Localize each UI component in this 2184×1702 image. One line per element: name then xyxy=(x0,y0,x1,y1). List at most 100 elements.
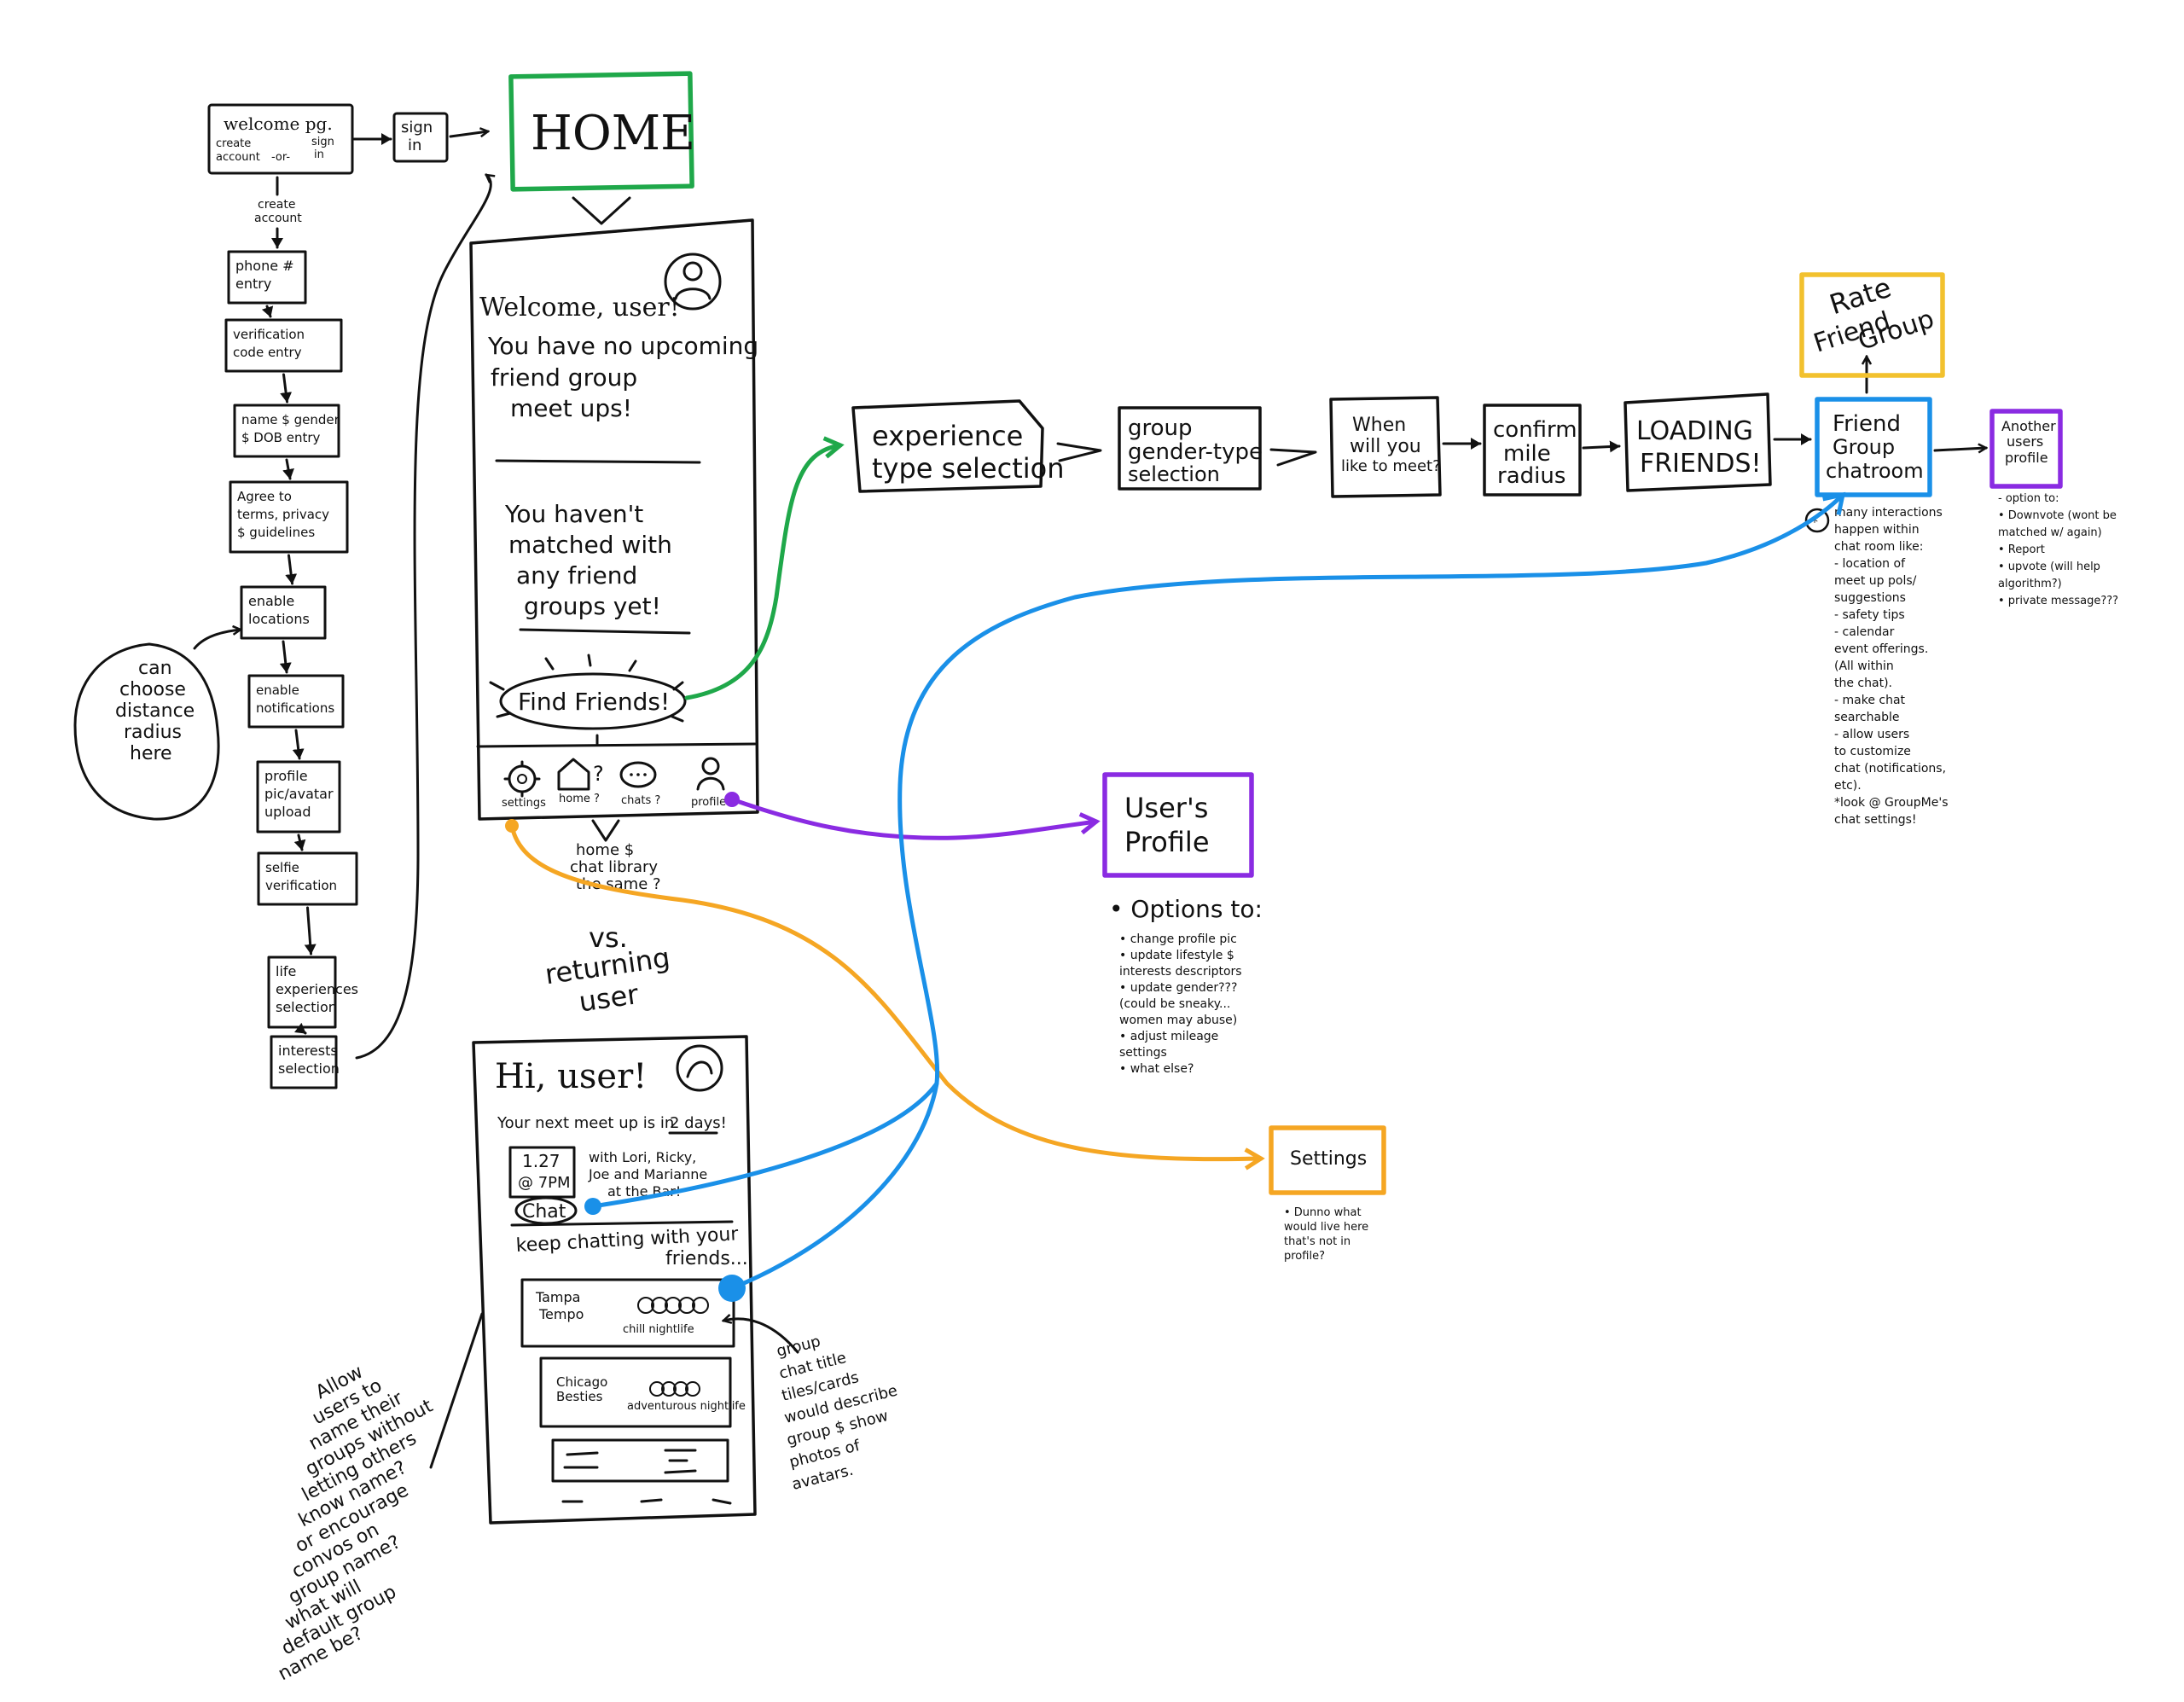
distance-radius-note: can choose distance radius here xyxy=(73,630,241,821)
svg-text:settings: settings xyxy=(502,797,546,810)
svg-text:@ 7PM: @ 7PM xyxy=(518,1174,571,1192)
group-card-tampa-tempo[interactable]: Tampa Tempo chill nightlife xyxy=(520,1278,735,1348)
svg-text:experience: experience xyxy=(872,420,1023,452)
onboarding-step-text: selection xyxy=(278,1060,340,1077)
svg-text:1.27: 1.27 xyxy=(522,1151,561,1171)
note-line: - calendar xyxy=(1834,625,1895,639)
flow-arrow xyxy=(279,640,292,674)
when-meet-box: When will you like to meet? xyxy=(1329,396,1442,498)
svg-text:Besties: Besties xyxy=(556,1389,603,1404)
onboarding-step-text: profile xyxy=(264,768,308,784)
group-gender-type-box: group gender-type selection xyxy=(1118,406,1263,491)
flow-arrow xyxy=(304,906,317,956)
note-line: settings xyxy=(1119,1046,1167,1060)
find-friends-button[interactable]: Find Friends! xyxy=(499,672,687,730)
note-line: - allow users xyxy=(1834,728,1909,741)
onboarding-column: welcome pg. create account -or- sign in … xyxy=(73,103,491,1089)
onboarding-step-text: phone # xyxy=(235,258,294,274)
svg-text:User's: User's xyxy=(1124,792,1208,824)
svg-text:*: * xyxy=(1811,514,1818,530)
group-card-placeholder[interactable] xyxy=(551,1438,729,1483)
svg-text:create: create xyxy=(258,198,295,212)
svg-text:Tempo: Tempo xyxy=(538,1306,584,1322)
svg-text:profile: profile xyxy=(2005,450,2048,466)
note-line: • upvote (will help xyxy=(1998,561,2100,573)
onboarding-step-box xyxy=(233,404,340,458)
note-line: chat settings! xyxy=(1834,813,1917,827)
users-profile-box: User's Profile xyxy=(1102,772,1254,878)
svg-text:-or-: -or- xyxy=(271,151,290,164)
svg-text:Settings: Settings xyxy=(1290,1148,1367,1170)
onboarding-step-text: verification xyxy=(265,878,337,893)
flow-arrow xyxy=(293,834,306,851)
svg-text:radius: radius xyxy=(1497,463,1565,489)
note-line: • change profile pic xyxy=(1119,932,1237,946)
note-line: • Dunno what xyxy=(1284,1206,1362,1219)
group-card-chicago-besties[interactable]: Chicago Besties adventurous nightlife xyxy=(539,1356,746,1428)
note-line: that's not in xyxy=(1284,1235,1350,1248)
note-line: to customize xyxy=(1834,745,1911,758)
note-line: • Report xyxy=(1998,543,2045,556)
onboarding-step-box xyxy=(267,956,337,1029)
note-line: suggestions xyxy=(1834,591,1906,605)
note-line: • private message??? xyxy=(1998,595,2118,607)
confirm-mile-radius-box: confirm mile radius xyxy=(1483,404,1582,497)
settings-box: Settings xyxy=(1269,1125,1386,1195)
onboarding-step-text: Agree to xyxy=(237,489,292,504)
onboarding-step-box xyxy=(247,674,345,729)
purple-connector xyxy=(729,797,1096,840)
onboarding-step-box xyxy=(257,851,358,906)
friend-group-chatroom-box: Friend Group chatroom xyxy=(1815,397,1932,497)
svg-text:users: users xyxy=(2007,433,2043,450)
flow-arrow xyxy=(261,305,274,318)
flow-arrow xyxy=(280,373,293,404)
svg-text:with Lori, Ricky,: with Lori, Ricky, xyxy=(589,1149,696,1165)
onboarding-step-box xyxy=(224,318,343,373)
note-line: (could be sneaky... xyxy=(1119,997,1230,1011)
nav-chats-icon[interactable]: chats ? xyxy=(619,761,660,807)
note-line: • adjust mileage xyxy=(1119,1030,1218,1043)
onboarding-step-box xyxy=(256,760,341,834)
onboarding-step-text: locations xyxy=(248,611,310,627)
loading-friends-box: LOADING FRIENDS! xyxy=(1623,392,1772,492)
meetup-date-box: 1.27 @ 7PM xyxy=(508,1146,576,1199)
note-line: profile? xyxy=(1284,1250,1325,1263)
onboarding-step-text: notifications xyxy=(256,700,334,716)
svg-text:vs.: vs. xyxy=(589,921,628,954)
svg-text:in: in xyxy=(314,148,324,161)
welcome-title: welcome pg. xyxy=(224,113,333,134)
note-line: • what else? xyxy=(1119,1062,1194,1076)
blue-connector-card xyxy=(729,495,1843,1291)
chat-button[interactable]: Chat xyxy=(514,1196,578,1225)
svg-text:Chicago: Chicago xyxy=(556,1374,607,1390)
svg-text:account: account xyxy=(216,151,260,164)
svg-text:friends...: friends... xyxy=(665,1248,748,1269)
svg-text:type selection: type selection xyxy=(872,452,1064,485)
note-line: - option to: xyxy=(1998,492,2059,505)
matching-flow: experience type selection group gender-t… xyxy=(851,271,2118,827)
rate-friend-group-box: Rate Friend Group xyxy=(1799,271,1945,378)
svg-text:FRIENDS!: FRIENDS! xyxy=(1640,449,1762,479)
svg-text:home ?: home ? xyxy=(559,793,600,805)
onboarding-step-text: name $ gender xyxy=(241,412,340,427)
onboarding-step-box xyxy=(227,250,307,305)
hi-user-text: Hi, user! xyxy=(495,1057,647,1096)
onboarding-step-text: enable xyxy=(256,683,299,698)
nav-home-icon[interactable]: ? home ? xyxy=(557,758,604,805)
onboarding-step-text: terms, privacy xyxy=(237,507,329,522)
returning-user-home-screen: Hi, user! Your next meet up is in 2 days… xyxy=(472,1035,757,1525)
svg-text:You haven't: You haven't xyxy=(504,500,643,528)
note-line: • update lifestyle $ xyxy=(1119,949,1234,962)
note-line: happen within xyxy=(1834,523,1920,537)
svg-text:matched with: matched with xyxy=(508,531,672,559)
users-profile-options: • Options to: • change profile pic• upda… xyxy=(1109,895,1263,1076)
svg-text:chatroom: chatroom xyxy=(1826,459,1924,483)
nav-settings-icon[interactable]: settings xyxy=(502,760,546,810)
svg-text:create: create xyxy=(216,137,251,150)
note-line: many interactions xyxy=(1834,506,1943,520)
onboarding-step-text: life xyxy=(276,963,296,979)
